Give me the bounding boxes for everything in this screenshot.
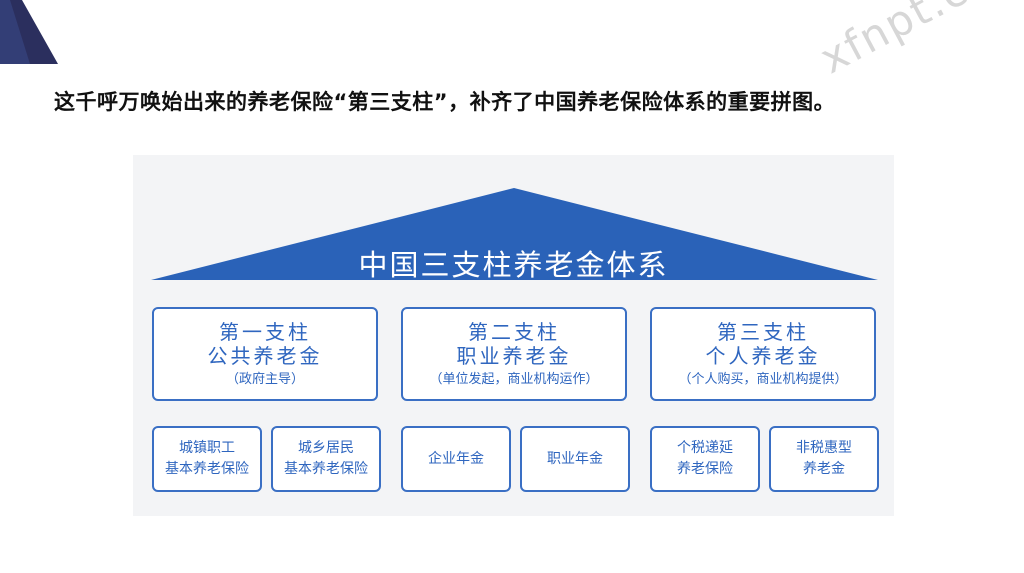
sub-box-non-tax: 非税惠型 养老金 bbox=[769, 426, 879, 492]
sub-box-line: 非税惠型 bbox=[796, 440, 852, 456]
sub-box-line: 个税递延 bbox=[677, 440, 733, 456]
sub-box-line: 职业年金 bbox=[547, 450, 603, 467]
pillar-note: （政府主导） bbox=[225, 372, 304, 387]
pillar-name: 第一支柱 bbox=[219, 320, 311, 344]
watermark: xfnpt.com bbox=[812, 0, 1024, 84]
corner-decoration bbox=[0, 0, 58, 64]
sub-box-enterprise-annuity: 企业年金 bbox=[401, 426, 511, 492]
roof-title: 中国三支柱养老金体系 bbox=[358, 248, 669, 282]
sub-box-urban-employee: 城镇职工 基本养老保险 bbox=[152, 426, 262, 492]
sub-box-line: 基本养老保险 bbox=[165, 461, 249, 477]
sub-box-line: 企业年金 bbox=[428, 450, 484, 467]
sub-box-occupational-annuity: 职业年金 bbox=[520, 426, 630, 492]
sub-box-line: 城乡居民 bbox=[298, 440, 354, 456]
sub-box-line: 养老金 bbox=[803, 461, 845, 477]
pillar-kind: 个人养老金 bbox=[705, 344, 821, 368]
sub-box-line: 基本养老保险 bbox=[284, 461, 368, 477]
pillar-second: 第二支柱 职业养老金 （单位发起，商业机构运作） bbox=[401, 307, 627, 401]
pillar-kind: 职业养老金 bbox=[456, 344, 572, 368]
pillar-name: 第三支柱 bbox=[717, 320, 809, 344]
pillar-third: 第三支柱 个人养老金 （个人购买，商业机构提供） bbox=[650, 307, 876, 401]
pillar-first: 第一支柱 公共养老金 （政府主导） bbox=[152, 307, 378, 401]
sub-box-rural-resident: 城乡居民 基本养老保险 bbox=[271, 426, 381, 492]
pillar-note: （单位发起，商业机构运作） bbox=[429, 372, 599, 387]
pension-diagram: 中国三支柱养老金体系 第一支柱 公共养老金 （政府主导） 第二支柱 职业养老金 … bbox=[133, 155, 894, 516]
roof-triangle bbox=[151, 188, 878, 280]
sub-box-line: 城镇职工 bbox=[179, 440, 235, 456]
pillar-name: 第二支柱 bbox=[468, 320, 560, 344]
pillar-kind: 公共养老金 bbox=[207, 344, 323, 368]
sub-box-line: 养老保险 bbox=[677, 461, 733, 477]
sub-box-tax-deferred: 个税递延 养老保险 bbox=[650, 426, 760, 492]
page-headline: 这千呼万唤始出来的养老保险“第三支柱”，补齐了中国养老保险体系的重要拼图。 bbox=[54, 90, 836, 114]
pillar-note: （个人购买，商业机构提供） bbox=[678, 372, 848, 387]
